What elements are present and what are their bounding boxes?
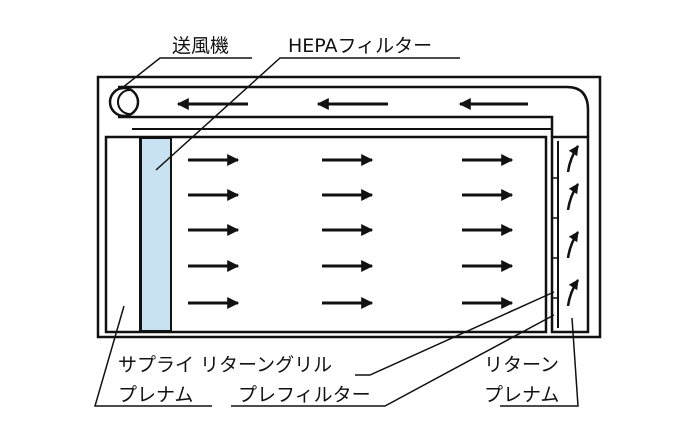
fan-blade xyxy=(117,89,131,115)
leader-hepa xyxy=(155,57,460,171)
return-flow-arrow xyxy=(566,231,580,259)
leader-prefilter xyxy=(231,314,555,407)
leader-supply-plenum xyxy=(94,305,212,407)
leader-return-grill xyxy=(355,291,555,376)
fan xyxy=(108,86,140,118)
return-plenum-label-line1: リターン xyxy=(484,354,559,376)
chamber-flow-arrows xyxy=(188,154,514,309)
supply-return-grill-label: サプライ リターングリル xyxy=(118,354,332,376)
return-plenum-label-line2: プレナム xyxy=(484,384,559,406)
hepa-filter xyxy=(140,137,172,332)
leader-fan xyxy=(121,57,252,89)
supply-plenum-label: プレナム xyxy=(118,384,193,406)
prefilter-label: プレフィルター xyxy=(238,384,371,406)
outer-cabinet xyxy=(96,75,602,339)
top-duct-inner xyxy=(118,115,554,137)
return-grill-ticks xyxy=(553,177,558,299)
return-flow-arrows xyxy=(566,145,580,307)
return-flow-arrow xyxy=(566,145,580,173)
return-flow-arrow xyxy=(566,279,580,307)
work-chamber xyxy=(104,135,548,334)
fan-label: 送風機 xyxy=(172,35,229,57)
leader-lines xyxy=(94,57,579,407)
leader-return-plenum xyxy=(500,317,579,407)
hepa-filter-label: HEPAフィルター xyxy=(288,35,432,57)
return-plenum xyxy=(550,135,590,334)
return-flow-arrow xyxy=(566,183,580,211)
top-duct-outer xyxy=(118,85,590,137)
